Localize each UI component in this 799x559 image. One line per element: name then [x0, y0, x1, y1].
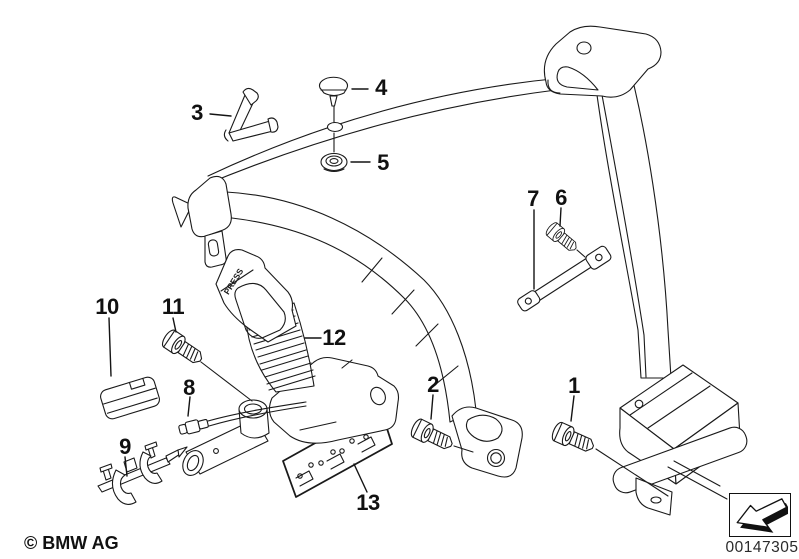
part-6-screw: [543, 220, 581, 256]
belt-end-bracket: [171, 175, 232, 268]
part-5-grommet: [320, 152, 348, 173]
image-number: 00147305: [725, 539, 799, 556]
callout-6: 6: [555, 185, 567, 210]
callout-13: 13: [356, 490, 380, 515]
direction-arrow-icon: [736, 498, 788, 533]
callout-12: 12: [322, 325, 346, 350]
callout-2: 2: [427, 372, 439, 397]
part-2-bolt: [408, 416, 457, 455]
pillar-loop: [543, 25, 662, 98]
part-1-bolt: [549, 420, 598, 457]
callout-4: 4: [375, 75, 387, 100]
image-stamp: [729, 493, 791, 537]
part-4-button: [318, 76, 349, 153]
retractor-unit: [612, 364, 748, 516]
part-11-bolt: [159, 327, 207, 369]
callout-11: 11: [161, 294, 185, 319]
copyright-text: © BMW AG: [24, 533, 119, 553]
shoulder-belt-webbing: [201, 77, 563, 187]
callout-7: 7: [527, 186, 539, 211]
part-3-clip: [223, 87, 279, 142]
callout-9: 9: [119, 434, 131, 459]
part-7-bracket: [517, 245, 612, 312]
part-9-holder: [97, 441, 188, 505]
part-8-cable: [178, 401, 307, 435]
callout-8: 8: [183, 375, 195, 400]
callout-5: 5: [377, 150, 389, 175]
callout-10: 10: [95, 294, 119, 319]
lower-belt-anchor: [451, 406, 523, 478]
callout-1: 1: [568, 373, 580, 398]
buckle-assembly: PRESS: [182, 249, 400, 476]
callout-3: 3: [191, 100, 203, 125]
retractor-belt-strap: [592, 49, 672, 379]
part-10-cover: [100, 376, 160, 420]
leader-lines: [108, 88, 669, 497]
